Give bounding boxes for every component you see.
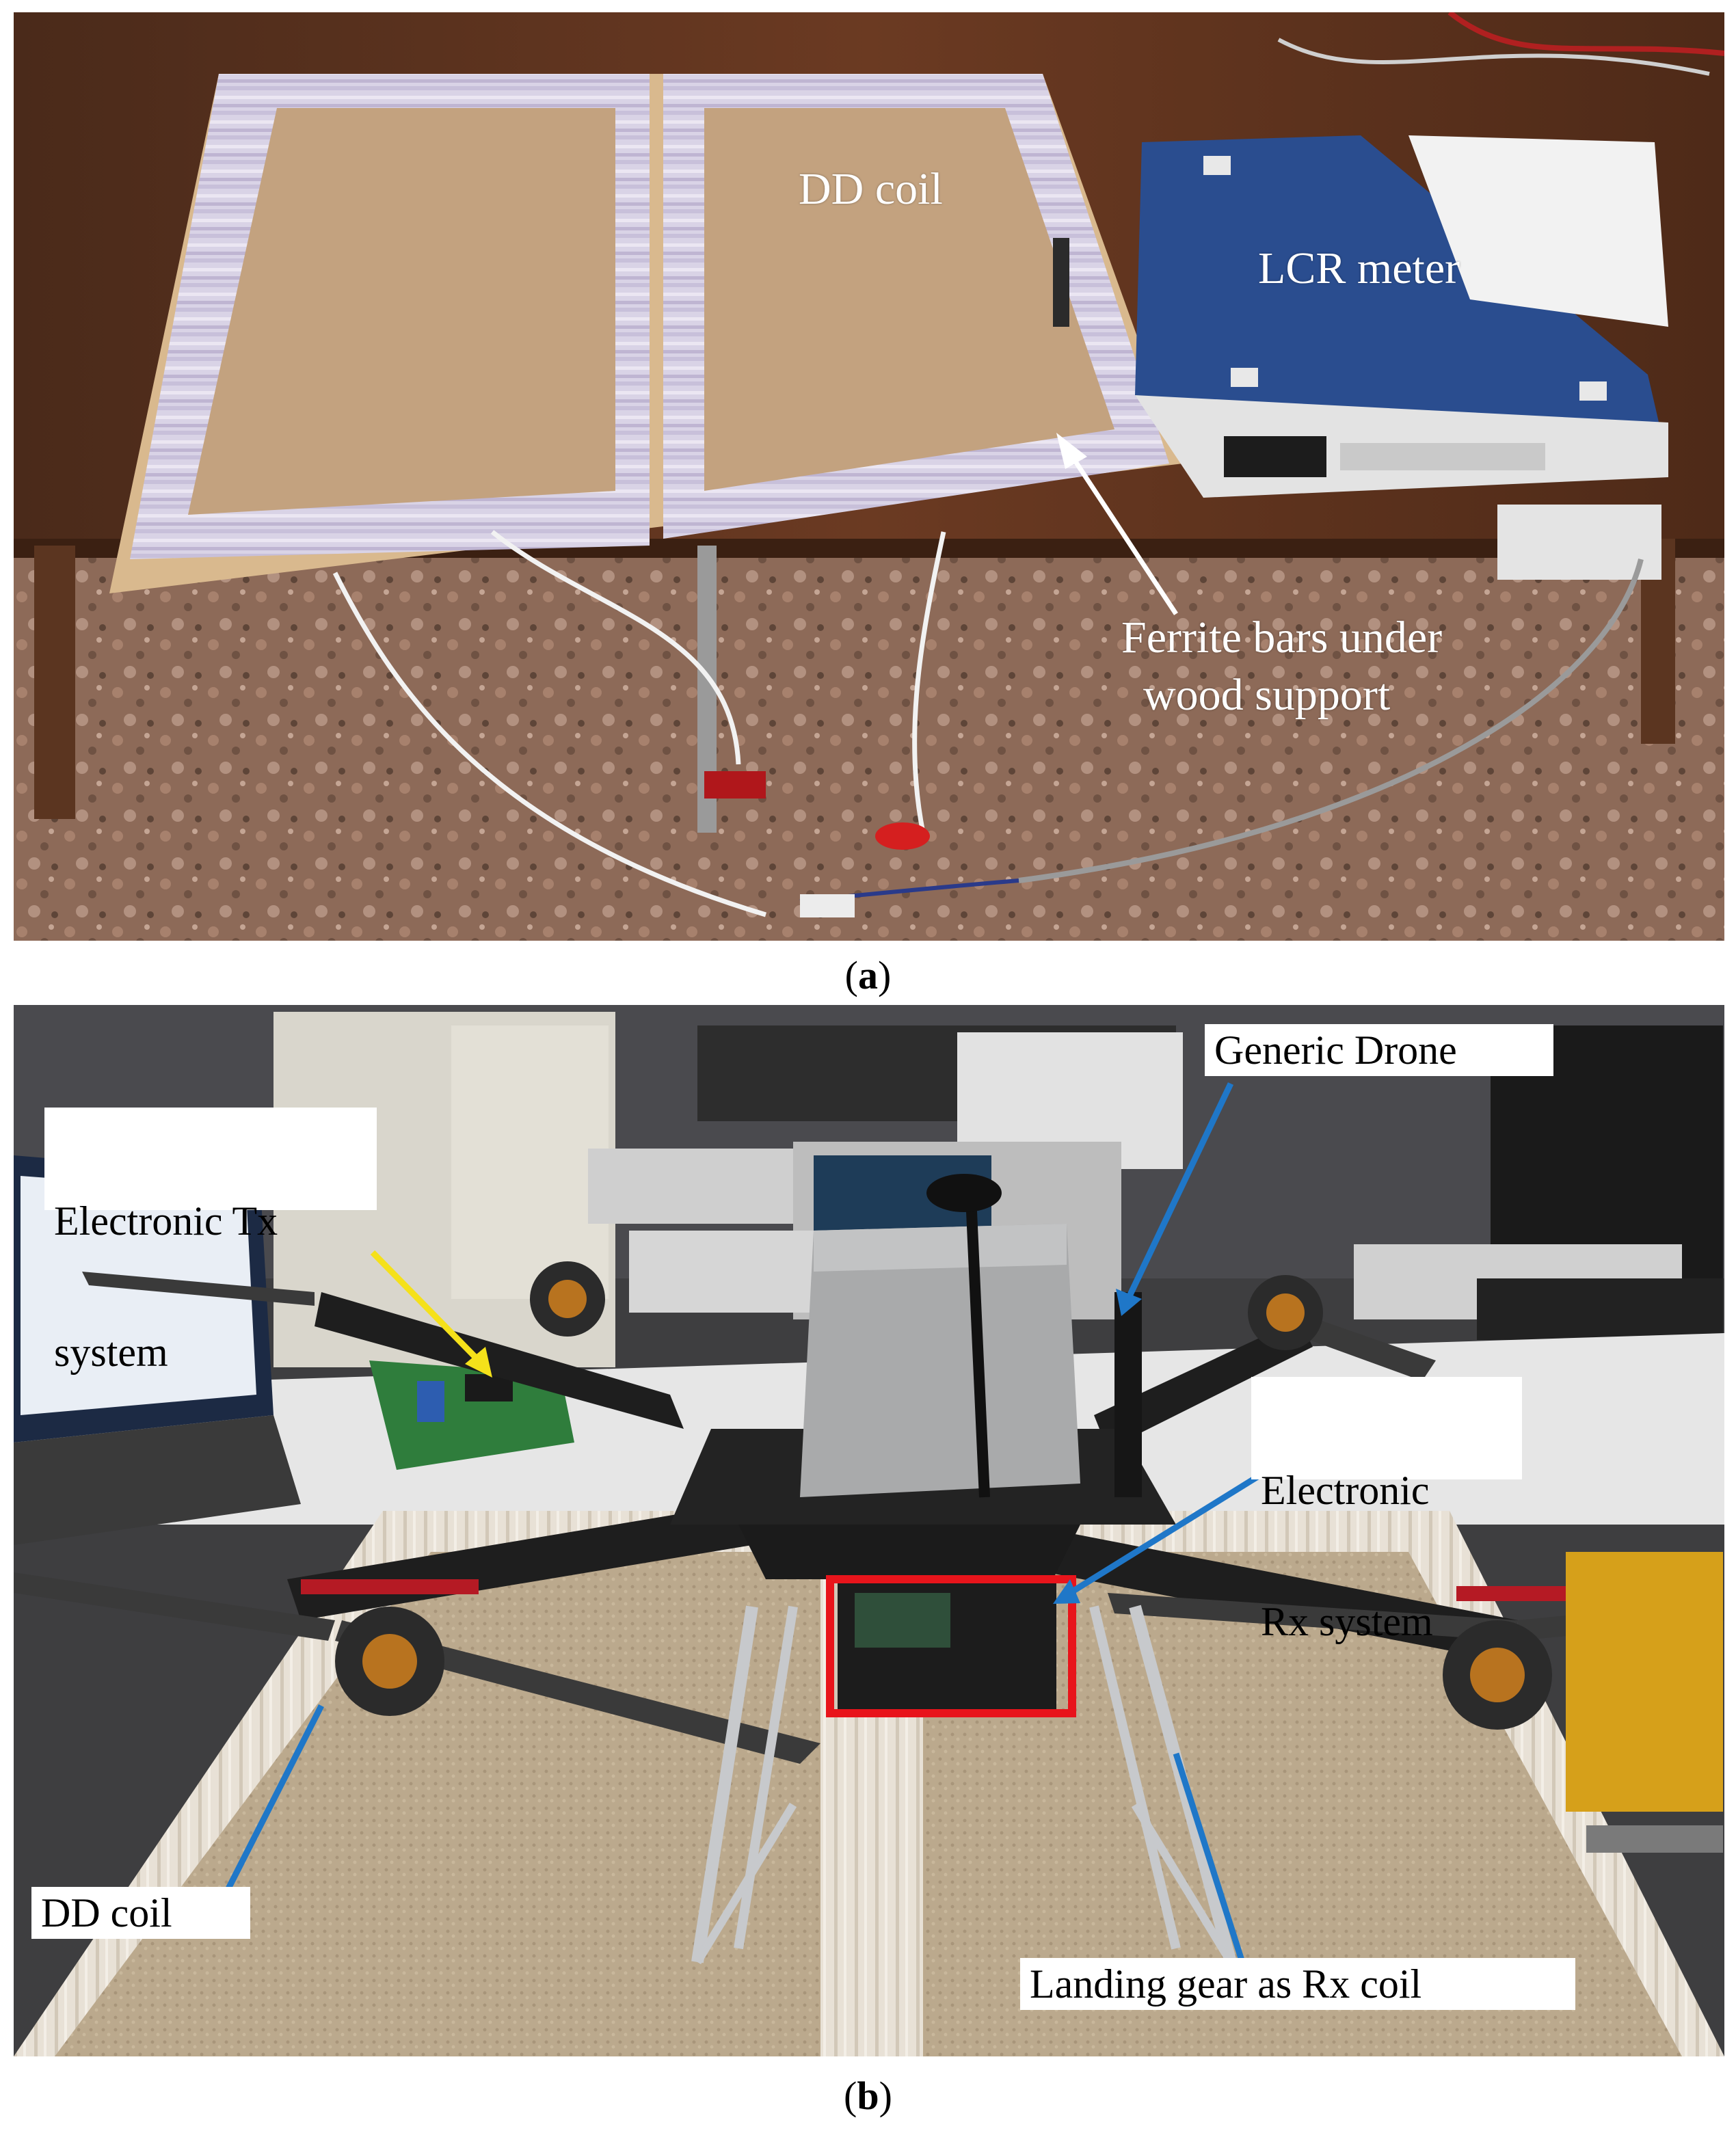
label-dd-coil-b: DD coil	[31, 1887, 250, 1939]
label-lcr-meter: LCR meter	[1258, 243, 1460, 293]
label-electronic-rx-line2: Rx system	[1261, 1599, 1433, 1644]
caption-b-letter: b	[857, 2074, 879, 2118]
caption-a-close: )	[878, 953, 892, 997]
label-electronic-rx-line1: Electronic	[1261, 1468, 1430, 1513]
label-electronic-tx-line2: system	[54, 1330, 168, 1375]
photo-panel-b: Generic Drone Electronic Tx system Elect…	[14, 1005, 1724, 2056]
caption-b-close: )	[879, 2074, 892, 2118]
caption-a-open: (	[844, 953, 858, 997]
caption-a: (a)	[0, 954, 1736, 997]
label-electronic-rx-system: Electronic Rx system	[1251, 1377, 1522, 1644]
label-ferrite-bars-line2: wood support	[1143, 670, 1391, 720]
photo-lab-bench-dd-coil-lcr-meter	[14, 12, 1724, 941]
caption-a-letter: a	[858, 953, 878, 997]
label-ferrite-bars-line1: Ferrite bars under	[1121, 613, 1443, 662]
label-landing-gear-rx-coil: Landing gear as Rx coil	[1020, 1958, 1575, 2010]
label-electronic-tx-line1: Electronic Tx	[54, 1198, 278, 1244]
photo-panel-a: DD coil LCR meter Ferrite bars under woo…	[14, 12, 1724, 941]
label-dd-coil: DD coil	[799, 164, 943, 214]
caption-b-open: (	[844, 2074, 857, 2118]
label-generic-drone: Generic Drone	[1205, 1024, 1553, 1076]
caption-b: (b)	[0, 2074, 1736, 2118]
label-electronic-tx-system: Electronic Tx system	[44, 1108, 377, 1374]
